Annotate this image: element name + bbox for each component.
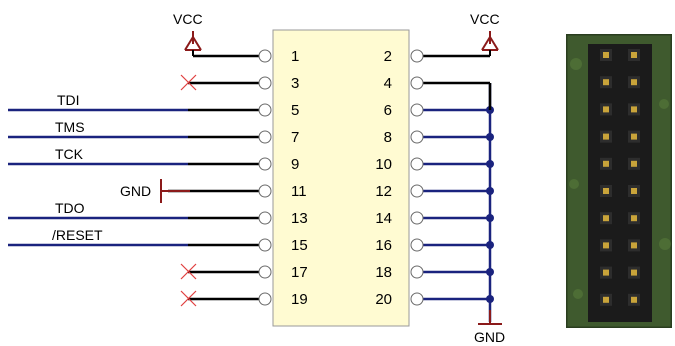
signal-label-tck: TCK (55, 146, 84, 162)
gnd-left-label: GND (120, 183, 151, 199)
gnd-left-symbol: GND (120, 179, 190, 203)
header-pin (631, 296, 637, 303)
header-pin (631, 133, 637, 140)
header-pin (603, 52, 609, 58)
signal-lines (8, 108, 188, 247)
signal-label-tdo: TDO (55, 200, 85, 216)
header-pin (631, 52, 637, 58)
no-connect-marks (180, 74, 197, 307)
gnd-bottom-symbol: GND (474, 310, 505, 345)
header-pin (603, 133, 609, 140)
pin-number: 10 (375, 156, 392, 173)
header-pin (631, 106, 637, 113)
signal-label-reset: /RESET (52, 227, 103, 243)
pin-number: 3 (291, 75, 299, 92)
header-pin (631, 269, 637, 276)
pin-number: 4 (384, 75, 392, 92)
pin-number: 8 (384, 129, 392, 146)
header-pin (603, 296, 609, 303)
header-pin (603, 269, 609, 276)
pin-number: 2 (384, 48, 392, 65)
signal-label-tdi: TDI (57, 92, 80, 108)
pin-number: 12 (375, 183, 392, 200)
header-pin (603, 215, 609, 222)
pin-header-photo (566, 34, 672, 328)
pin-number: 1 (291, 48, 299, 65)
right-pin-numbers: 2 4 6 8 10 12 14 16 18 20 (375, 48, 392, 308)
header-pin (603, 106, 609, 113)
header-pin (631, 215, 637, 222)
jtag-schematic: VCC VCC TDI TMS TCK TDO /RESET (8, 11, 505, 345)
pin-number: 9 (291, 156, 299, 173)
signal-label-tms: TMS (55, 119, 85, 135)
header-pin (631, 242, 637, 249)
pin-number: 11 (291, 183, 307, 200)
vcc-right-symbol: VCC (422, 11, 500, 58)
pin-number: 20 (375, 291, 392, 308)
pin-number: 6 (384, 102, 392, 119)
pin-circles (258, 49, 424, 306)
ground-bus (422, 83, 492, 322)
header-pin (603, 242, 609, 249)
header-pin (603, 188, 609, 194)
header-pin (603, 79, 609, 86)
vcc-right-label: VCC (470, 11, 500, 27)
vcc-left-symbol: VCC (173, 11, 260, 58)
pin-number: 18 (375, 264, 392, 281)
pin-number: 7 (291, 129, 299, 146)
header-pin (631, 79, 637, 86)
pin-number: 15 (291, 237, 308, 254)
left-pin-numbers: 1 3 5 7 9 11 13 15 17 19 (291, 48, 308, 308)
header-pin (631, 160, 637, 167)
pin-number: 17 (291, 264, 308, 281)
header-body (588, 44, 652, 322)
header-pin (631, 188, 637, 194)
pin-number: 16 (375, 237, 392, 254)
gnd-bottom-label: GND (474, 329, 505, 345)
pin-number: 5 (291, 102, 299, 119)
vcc-left-label: VCC (173, 11, 203, 27)
bus-junctions (486, 106, 494, 303)
pin-number: 19 (291, 291, 308, 308)
header-pin (603, 160, 609, 167)
connector-body (272, 29, 410, 327)
pin-number: 14 (375, 210, 392, 227)
left-pin-wires (168, 81, 260, 301)
pin-number: 13 (291, 210, 308, 227)
